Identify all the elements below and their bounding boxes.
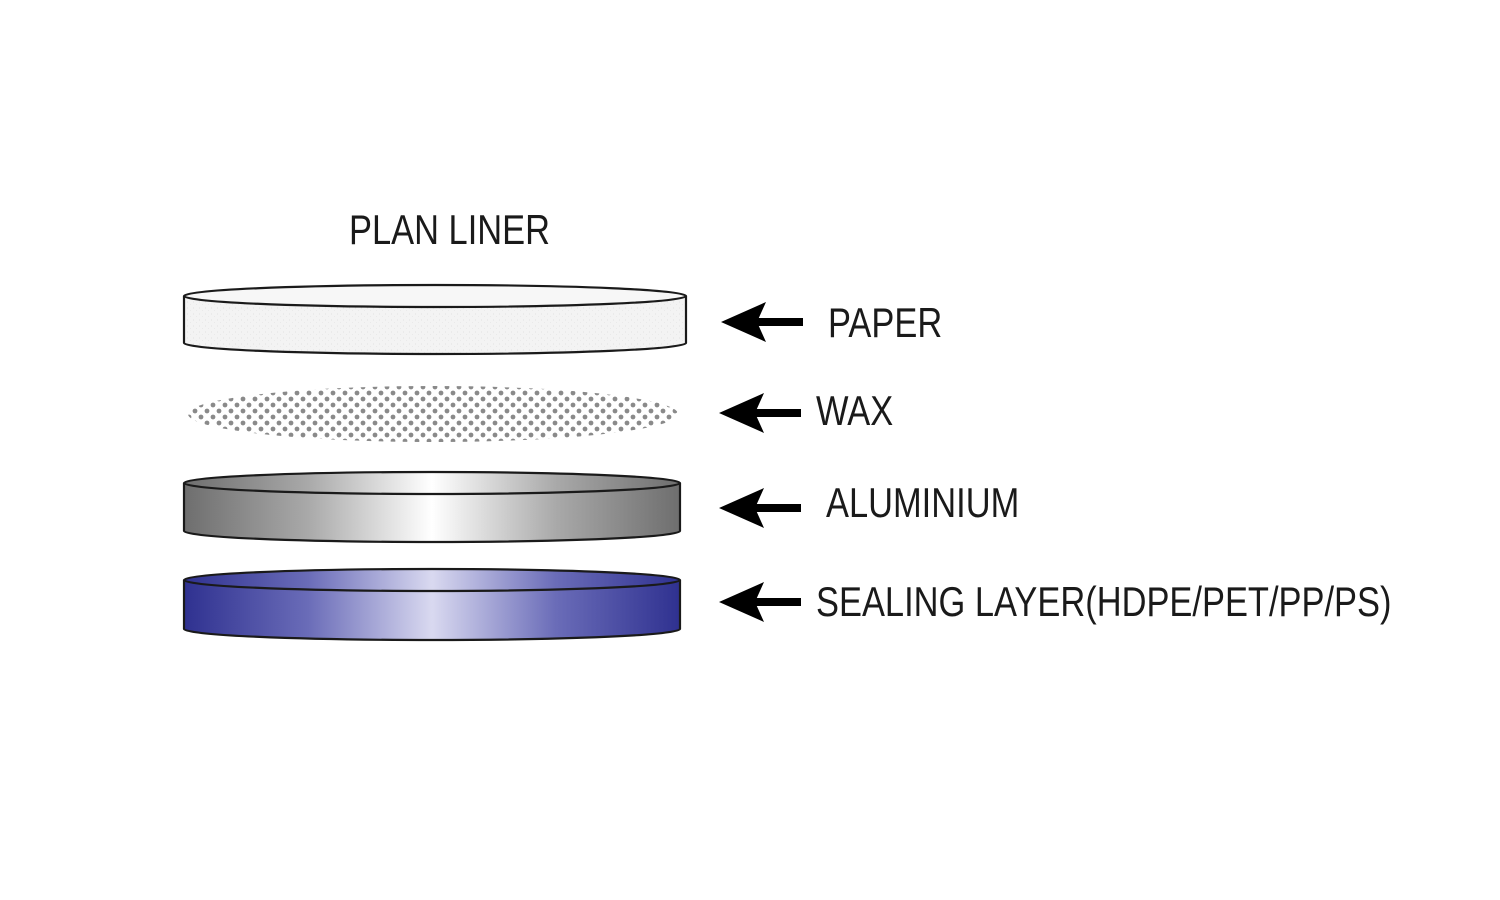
layer-label-sealing: SEALING LAYER(HDPE/PET/PP/PS) (816, 578, 1392, 625)
diagram-title: PLAN LINER (349, 206, 550, 253)
paper-disc (182, 283, 688, 356)
sealing-disc (182, 567, 682, 642)
arrow-left-icon (719, 582, 801, 622)
arrow-left-icon (719, 393, 801, 433)
wax-layer (188, 386, 678, 442)
layer-label-aluminium: ALUMINIUM (826, 479, 1020, 526)
arrow-left-icon (721, 302, 803, 342)
arrow-left-icon (719, 488, 801, 528)
aluminium-disc (182, 470, 682, 544)
layer-label-wax: WAX (816, 387, 894, 434)
layer-label-paper: PAPER (828, 299, 943, 346)
